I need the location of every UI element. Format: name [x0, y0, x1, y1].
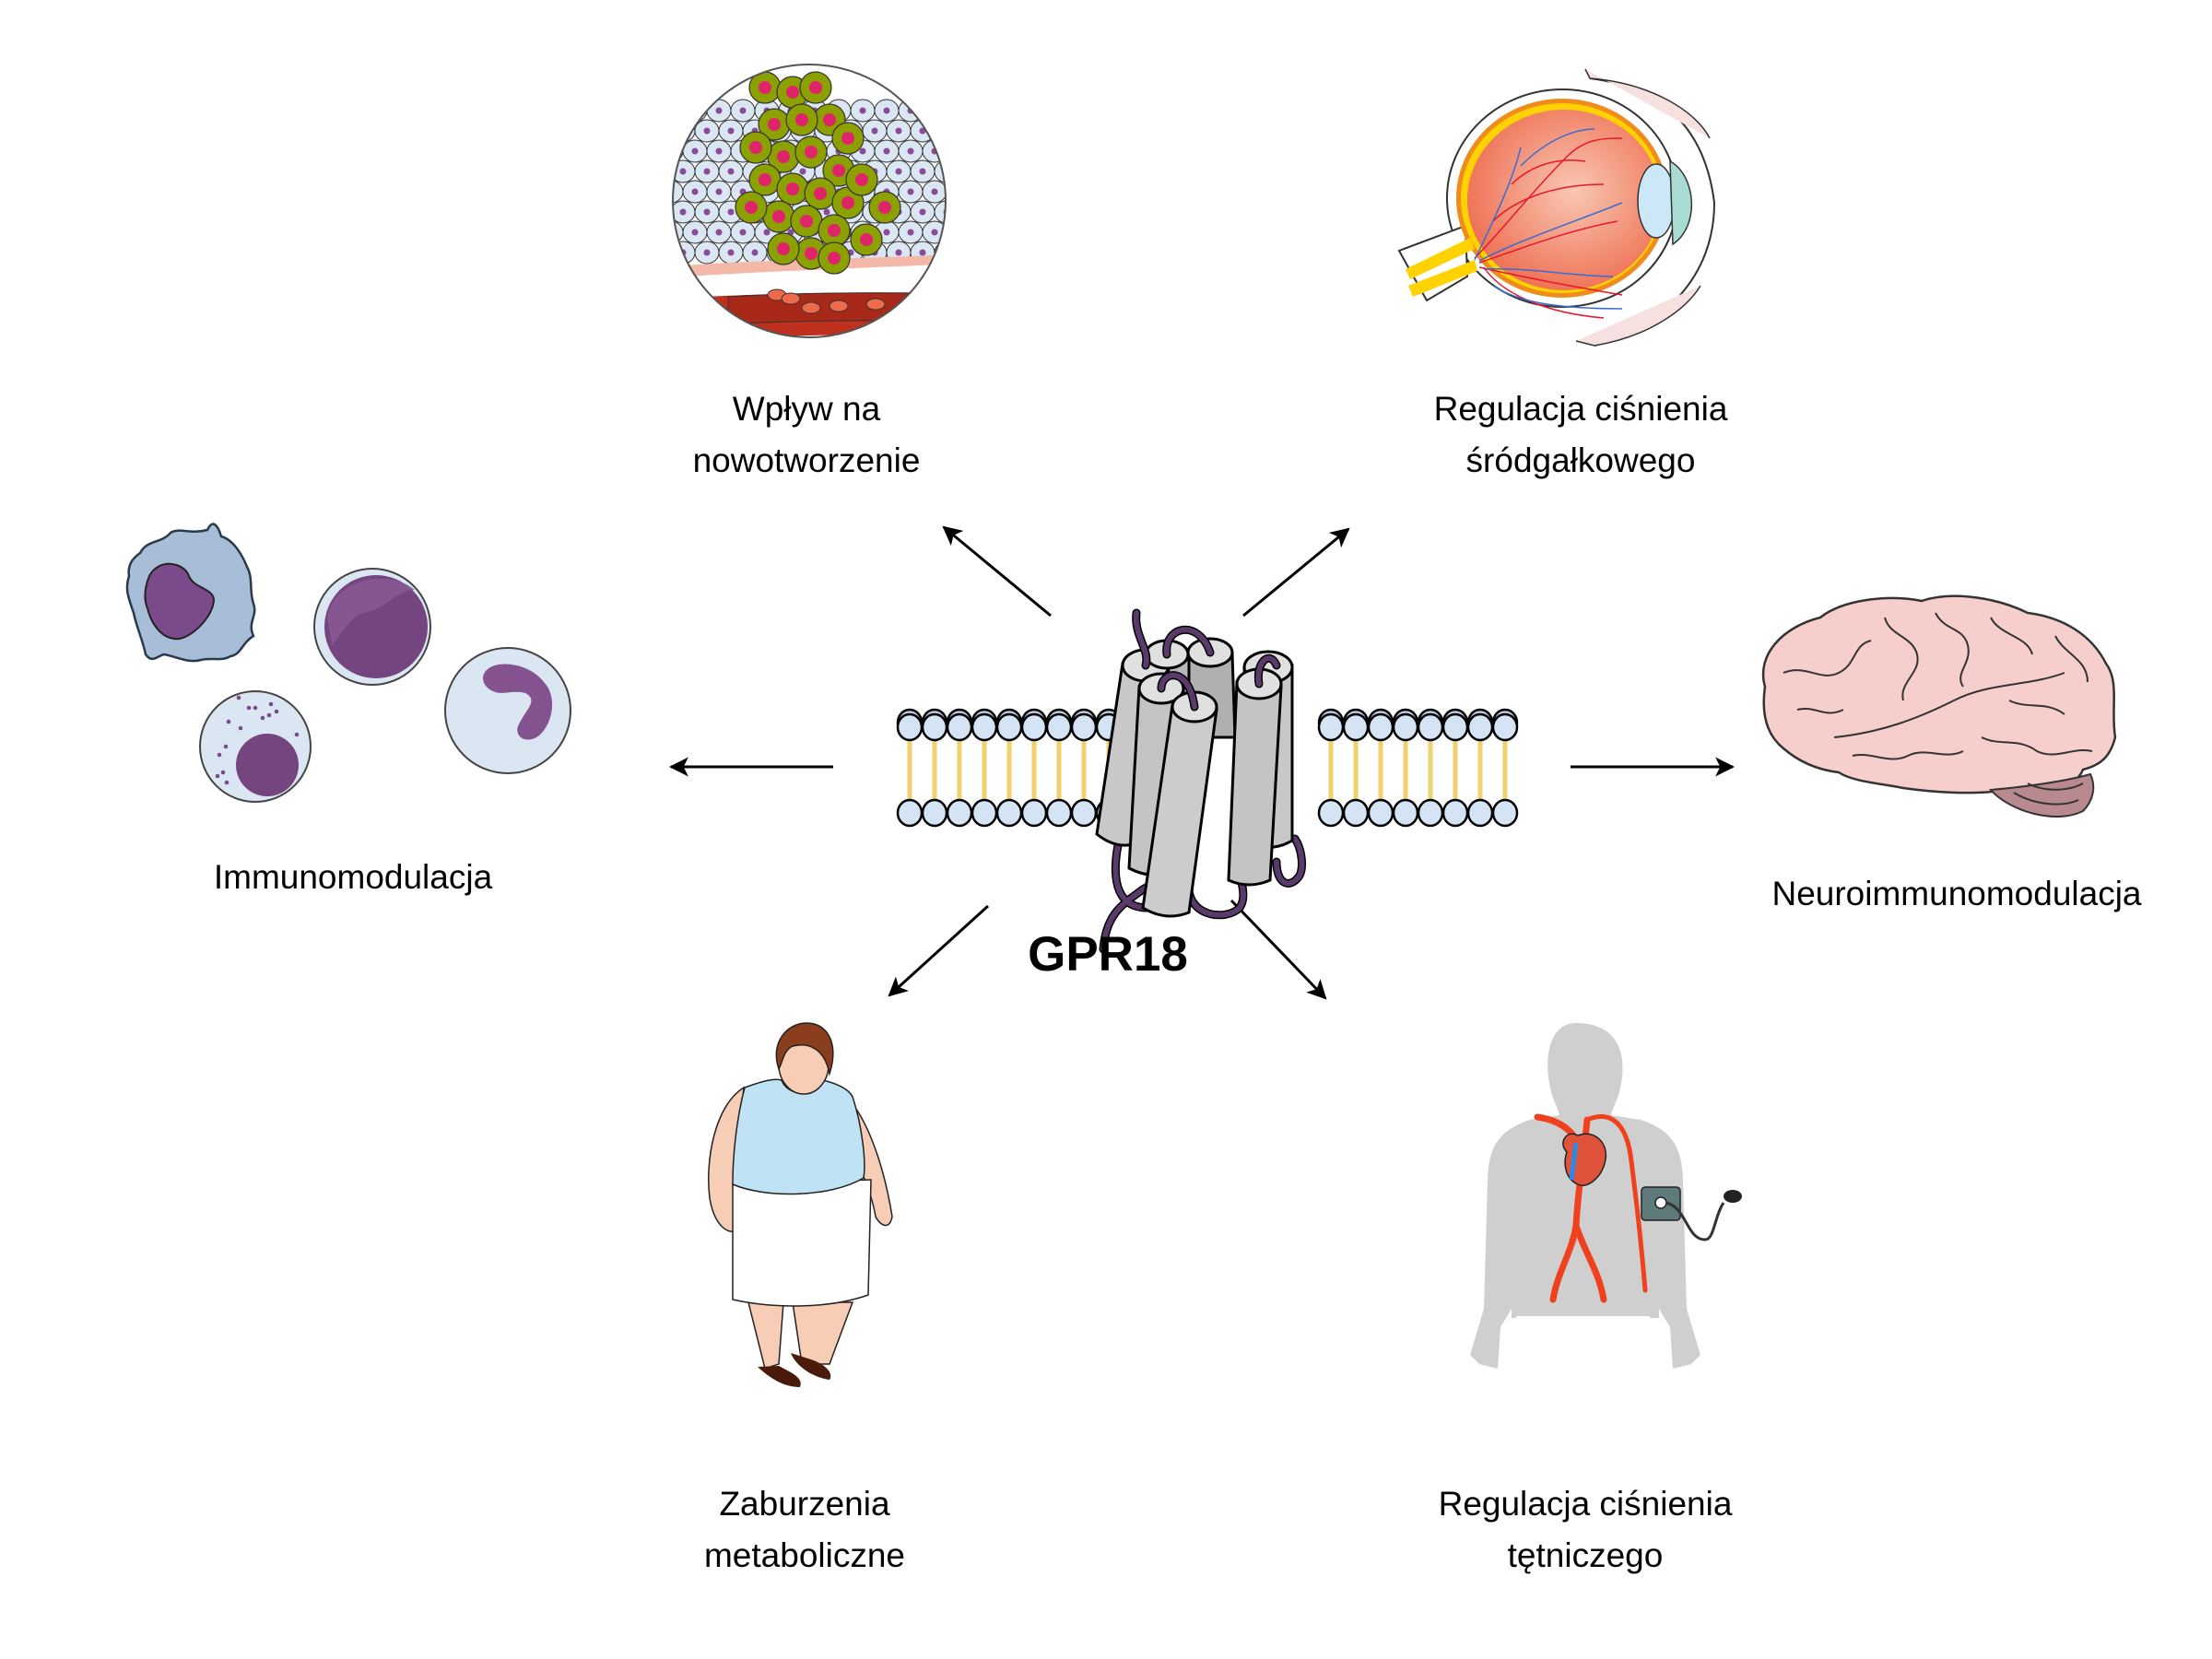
- lipid-head: [921, 798, 948, 828]
- brain-icon: [1761, 594, 2117, 818]
- label-immuno-line-1: Immunomodulacja: [213, 858, 493, 896]
- label-tumor-line-2: nowotworzenie: [692, 441, 921, 479]
- lipid-head: [896, 798, 924, 828]
- lipid-head: [921, 712, 948, 742]
- tumor-cells-icon: [672, 64, 947, 338]
- lipid-head: [1020, 712, 1048, 742]
- label-tumor-line-1: Wpływ na: [732, 390, 881, 428]
- lipid-head: [1466, 712, 1494, 742]
- lipid-head: [946, 712, 973, 742]
- label-iop-line-2: śródgałkowego: [1465, 441, 1696, 479]
- arrow-up-left: [942, 525, 1052, 618]
- label-neuro-line-1: Neuroimmunomodulacja: [1771, 875, 2142, 912]
- cell-membrane: [896, 708, 1519, 828]
- obese-woman-icon: [708, 1022, 893, 1387]
- blood-pressure-body-icon: [1470, 1023, 1742, 1369]
- label-tumor: Wpływ na nowotworzenie: [645, 383, 968, 487]
- lipid-head: [995, 798, 1023, 828]
- gpcr-receptor-icon: [1095, 608, 1306, 954]
- lipid-head: [1342, 712, 1370, 742]
- lipid-head: [971, 798, 998, 828]
- arrow-down-right: [1230, 899, 1327, 1000]
- label-neuroimmunomodulation: Neuroimmunomodulacja: [1745, 868, 2169, 920]
- label-metabolic-line-2: metaboliczne: [703, 1536, 905, 1574]
- label-intraocular-pressure: Regulacja ciśnienia śródgałkowego: [1382, 383, 1779, 487]
- lipid-head: [1491, 712, 1519, 742]
- lipid-head: [995, 712, 1023, 742]
- lipid-head: [1070, 798, 1098, 828]
- lipid-head: [1367, 798, 1394, 828]
- lipid-head: [1070, 712, 1098, 742]
- lipid-head: [946, 798, 973, 828]
- lipid-head: [1392, 712, 1419, 742]
- lipid-head: [1417, 798, 1444, 828]
- lipid-head: [1441, 798, 1469, 828]
- label-bp-line-2: tętniczego: [1507, 1536, 1664, 1574]
- lipid-head: [1441, 712, 1469, 742]
- label-bp-line-1: Regulacja ciśnienia: [1438, 1485, 1733, 1523]
- lipid-head: [971, 712, 998, 742]
- arrow-up-right: [1242, 527, 1350, 618]
- lipid-head: [1491, 798, 1519, 828]
- arrows: [668, 525, 1735, 1000]
- receptor-label: GPR18: [1028, 927, 1188, 982]
- immune-cells-icon: [125, 523, 571, 803]
- lipid-head: [1045, 798, 1073, 828]
- lipid-head: [1045, 712, 1073, 742]
- lipid-head: [896, 712, 924, 742]
- label-iop-line-1: Regulacja ciśnienia: [1433, 390, 1728, 428]
- arrow-down-left: [888, 904, 990, 997]
- eye-cross-section-icon: [1397, 68, 1716, 347]
- lipid-head: [1317, 712, 1345, 742]
- label-immunomodulation: Immunomodulacja: [169, 852, 537, 903]
- lipid-head: [1317, 798, 1345, 828]
- label-metabolic: Zaburzenia metaboliczne: [666, 1478, 943, 1582]
- lipid-head: [1417, 712, 1444, 742]
- lipid-head: [1466, 798, 1494, 828]
- lipid-head: [1342, 798, 1370, 828]
- label-blood-pressure: Regulacja ciśnienia tętniczego: [1387, 1478, 1783, 1582]
- label-metabolic-line-1: Zaburzenia: [719, 1485, 890, 1523]
- lipid-head: [1020, 798, 1048, 828]
- lipid-head: [1367, 712, 1394, 742]
- lipid-head: [1392, 798, 1419, 828]
